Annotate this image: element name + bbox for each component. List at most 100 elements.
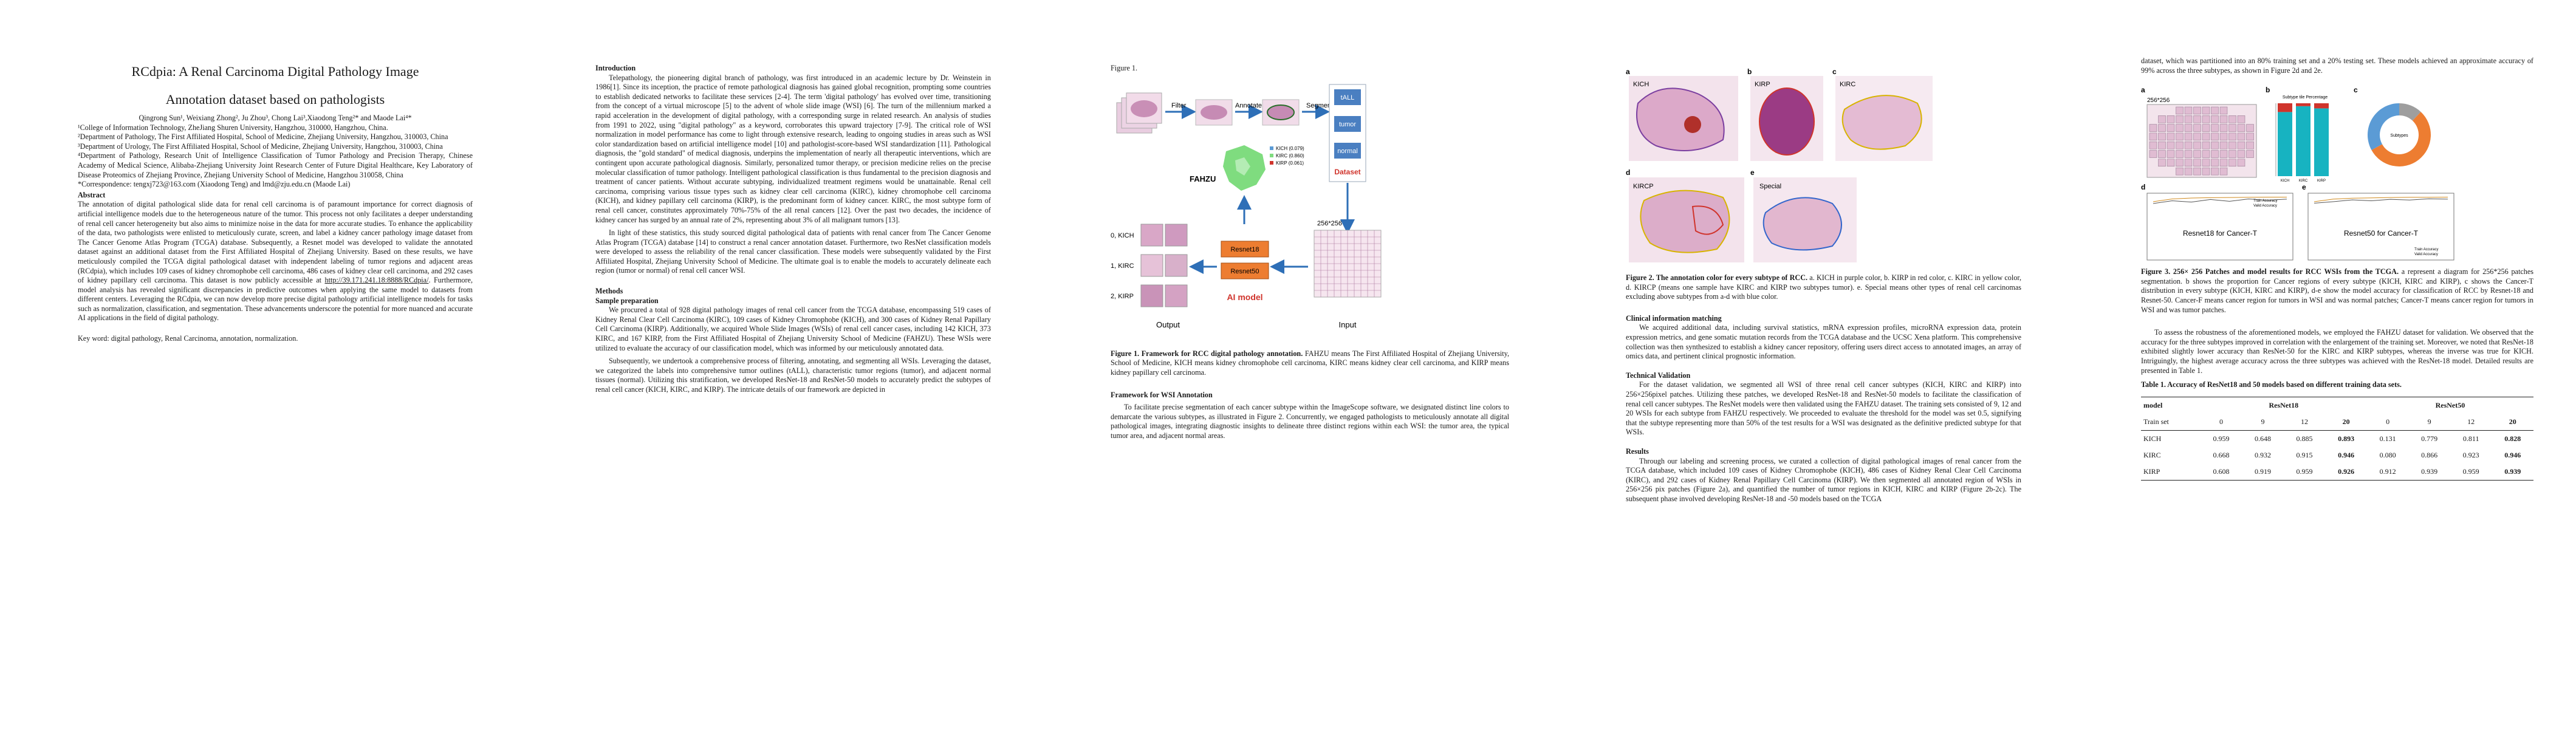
- table-cell: 0.893: [2338, 434, 2355, 443]
- segment-label: Segment: [1306, 102, 1333, 109]
- patch-cell: [2176, 115, 2184, 123]
- patch-cell: [2211, 115, 2219, 123]
- patch-cell: [2176, 168, 2184, 176]
- patch-cell: [2219, 115, 2228, 123]
- patch-cell: [2211, 132, 2219, 141]
- abstract-part-1: The annotation of digital pathological s…: [78, 200, 473, 285]
- figure2-annotation-panels: a KICH b KIRP c KIRC d KIRCP e Special: [1626, 67, 1933, 262]
- resnet18-plot-frame: [2146, 193, 2293, 261]
- table-train-size: 0: [2366, 414, 2409, 431]
- kich-label: KICH: [1633, 81, 1649, 88]
- fig3-panel-b: b: [2266, 86, 2270, 94]
- patch-cell: [2149, 142, 2157, 149]
- patch-cell: [2184, 168, 2193, 176]
- figure2-caption: Figure 2. The annotation color for every…: [1626, 273, 2021, 302]
- patch-cell: [2167, 132, 2175, 141]
- fig2-panel-b: b: [1747, 67, 1752, 76]
- page-2: Introduction Telepathology, the pioneeri…: [515, 0, 1030, 729]
- figure1-caption-body: FAHZU means The First Affiliated Hospita…: [1111, 349, 1509, 377]
- accuracy-series-line: [2153, 199, 2287, 204]
- figure3-panels: a 256*256 b Subtype tile Percentage KICH…: [2141, 86, 2454, 261]
- table-cell: 0.946: [2504, 451, 2521, 460]
- output-label: Output: [1156, 320, 1180, 329]
- annotate-label: Annotate: [1235, 102, 1262, 109]
- dataset-link[interactable]: http://39.171.241.18:8888/RCdpia/: [324, 276, 429, 285]
- abstract-part-2: . Furthermore, model analysis has reveal…: [78, 276, 473, 323]
- kirc-label: KIRC: [1840, 81, 1855, 88]
- patch-cell: [2158, 115, 2166, 123]
- raw-wsi-stack: [1116, 92, 1162, 134]
- table-train-size: 0: [2200, 414, 2242, 431]
- patch-cell: [2219, 159, 2228, 167]
- table-header-resnet18: ResNet18: [2200, 397, 2367, 414]
- class-kirc-label: 1, KIRC: [1111, 262, 1134, 270]
- results-continued-paragraph: dataset, which was partitioned into an 8…: [2141, 56, 2533, 75]
- patch-cell: [2237, 124, 2245, 132]
- patch-cell: [2202, 159, 2210, 167]
- figure3-caption-body: a represent a diagram for 256*256 patche…: [2141, 267, 2534, 314]
- figure3-caption: Figure 3. 256× 256 Patches and model res…: [2141, 267, 2533, 315]
- patch-cell: [2193, 150, 2201, 158]
- validation-paragraph: To assess the robustness of the aforemen…: [2141, 328, 2533, 375]
- kircp-label: KIRCP: [1633, 183, 1654, 190]
- fig2-panel-c: c: [1832, 67, 1837, 76]
- dataset-label: Dataset: [1334, 168, 1360, 176]
- patch-cell: [2219, 168, 2228, 176]
- tall-box: [1334, 89, 1361, 105]
- input-label: Input: [1339, 320, 1357, 329]
- bar-segment: [2296, 106, 2311, 177]
- patch-cell: [2246, 132, 2254, 141]
- figure3-caption-title: Figure 3. 256× 256 Patches and model res…: [2141, 267, 2399, 276]
- table-cell: 0.926: [2325, 464, 2367, 481]
- patch-cell: [2184, 142, 2193, 149]
- page-1: RCdpia: A Renal Carcinoma Digital Pathol…: [0, 0, 515, 729]
- patch-cell: [2158, 132, 2166, 141]
- fig2-panel-a: a: [1626, 67, 1630, 76]
- resnet50-box: [1221, 262, 1269, 279]
- results-paragraph: Through our labeling and screening proce…: [1626, 456, 2021, 503]
- resnet18-legend-train: Train Accuracy: [2253, 199, 2277, 203]
- table-cell: 0.131: [2379, 434, 2396, 443]
- patch-cell: [2149, 132, 2157, 141]
- patch-cell: [2228, 150, 2236, 158]
- patch-cell: [2246, 150, 2254, 158]
- patch-cell: [2219, 124, 2228, 132]
- patch-cell: [2184, 132, 2193, 141]
- patch-cell: [2167, 115, 2175, 123]
- output-patches: [1140, 224, 1188, 307]
- fig2-panel-d: d: [1626, 168, 1630, 177]
- table-cell: 0.668: [2213, 451, 2230, 460]
- abstract-heading: Abstract: [78, 190, 106, 199]
- patch-cell: [2202, 142, 2210, 149]
- fig2-panel-e: e: [1750, 168, 1755, 177]
- patch-cell: [2228, 124, 2236, 132]
- table-cell: 0.866: [2421, 451, 2438, 460]
- accuracy-series-line: [2314, 197, 2448, 202]
- page-5: dataset, which was partitioned into an 8…: [2061, 0, 2576, 729]
- table-cell: 0.946: [2338, 451, 2355, 460]
- resnet18-legend-valid: Valid Accuracy: [2253, 204, 2277, 208]
- patch-cell: [2184, 115, 2193, 123]
- normal-box: [1334, 142, 1361, 159]
- page-4: a KICH b KIRP c KIRC d KIRCP e Special F…: [1546, 0, 2061, 729]
- table-cell: 0.923: [2462, 451, 2479, 460]
- table1-caption: Table 1. Accuracy of ResNet18 and 50 mod…: [2141, 380, 2402, 389]
- keywords: Key word: digital pathology, Renal Carci…: [78, 334, 298, 343]
- patch-cell: [2246, 142, 2254, 149]
- fahzu-prediction-map: [1223, 145, 1266, 191]
- page-3: Figure 1. Filter Annotate Segment tALL t…: [1030, 0, 1546, 729]
- patch-cell: [2237, 142, 2245, 149]
- patch-cell: [2176, 150, 2184, 158]
- affiliation-4: ⁴Department of Pathology, Research Unit …: [78, 151, 473, 179]
- patch-cell: [2193, 159, 2201, 167]
- patch-cell: [2211, 106, 2219, 115]
- figure1-label: Figure 1.: [1111, 64, 1138, 72]
- patch-cell: [2228, 142, 2236, 149]
- bar-category-label: KICH: [2281, 179, 2289, 183]
- special-label: Special: [1759, 183, 1781, 190]
- patch-cell: [2193, 106, 2201, 115]
- table-train-size: 12: [2450, 414, 2492, 431]
- table-cell: 0.915: [2296, 451, 2313, 460]
- affiliation-2: ²Department of Pathology, The First Affi…: [78, 132, 448, 142]
